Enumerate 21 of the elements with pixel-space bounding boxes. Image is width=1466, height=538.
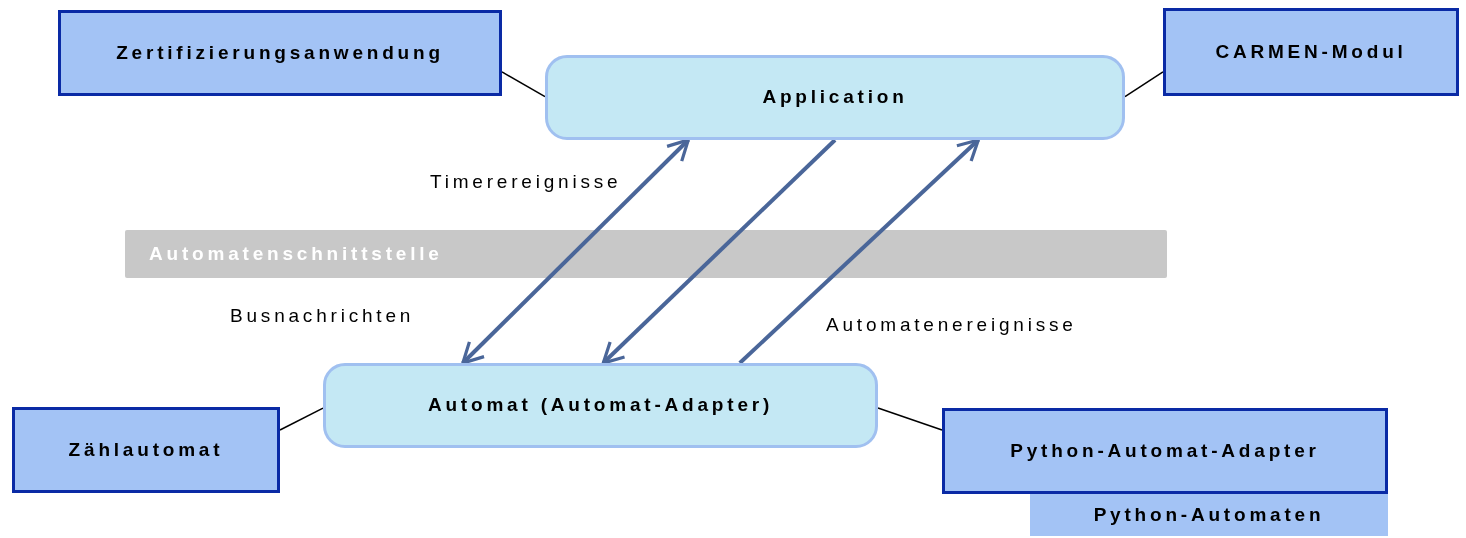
node-label: Application xyxy=(762,85,908,110)
node-label: CARMEN-Modul xyxy=(1215,39,1407,64)
node-label: Python-Automat-Adapter xyxy=(1010,438,1320,463)
component-box xyxy=(12,407,280,493)
arrow xyxy=(601,138,837,365)
component-box xyxy=(942,408,1388,494)
component-band xyxy=(1030,494,1388,536)
node-label: Python-Automaten xyxy=(1093,502,1325,527)
arrow xyxy=(461,138,690,365)
connector-line xyxy=(877,407,943,431)
connector-line xyxy=(1124,71,1164,98)
process-box xyxy=(545,55,1125,140)
connector-line xyxy=(279,407,324,431)
arrow xyxy=(738,138,980,365)
component-box xyxy=(58,10,502,96)
component-box xyxy=(1163,8,1459,96)
connector-line xyxy=(501,71,546,98)
process-box xyxy=(323,363,878,448)
node-label: Zertifizierungsanwendung xyxy=(116,40,444,65)
node-label: Zählautomat xyxy=(68,437,224,462)
node-label: Automat (Automat-Adapter) xyxy=(427,393,774,418)
